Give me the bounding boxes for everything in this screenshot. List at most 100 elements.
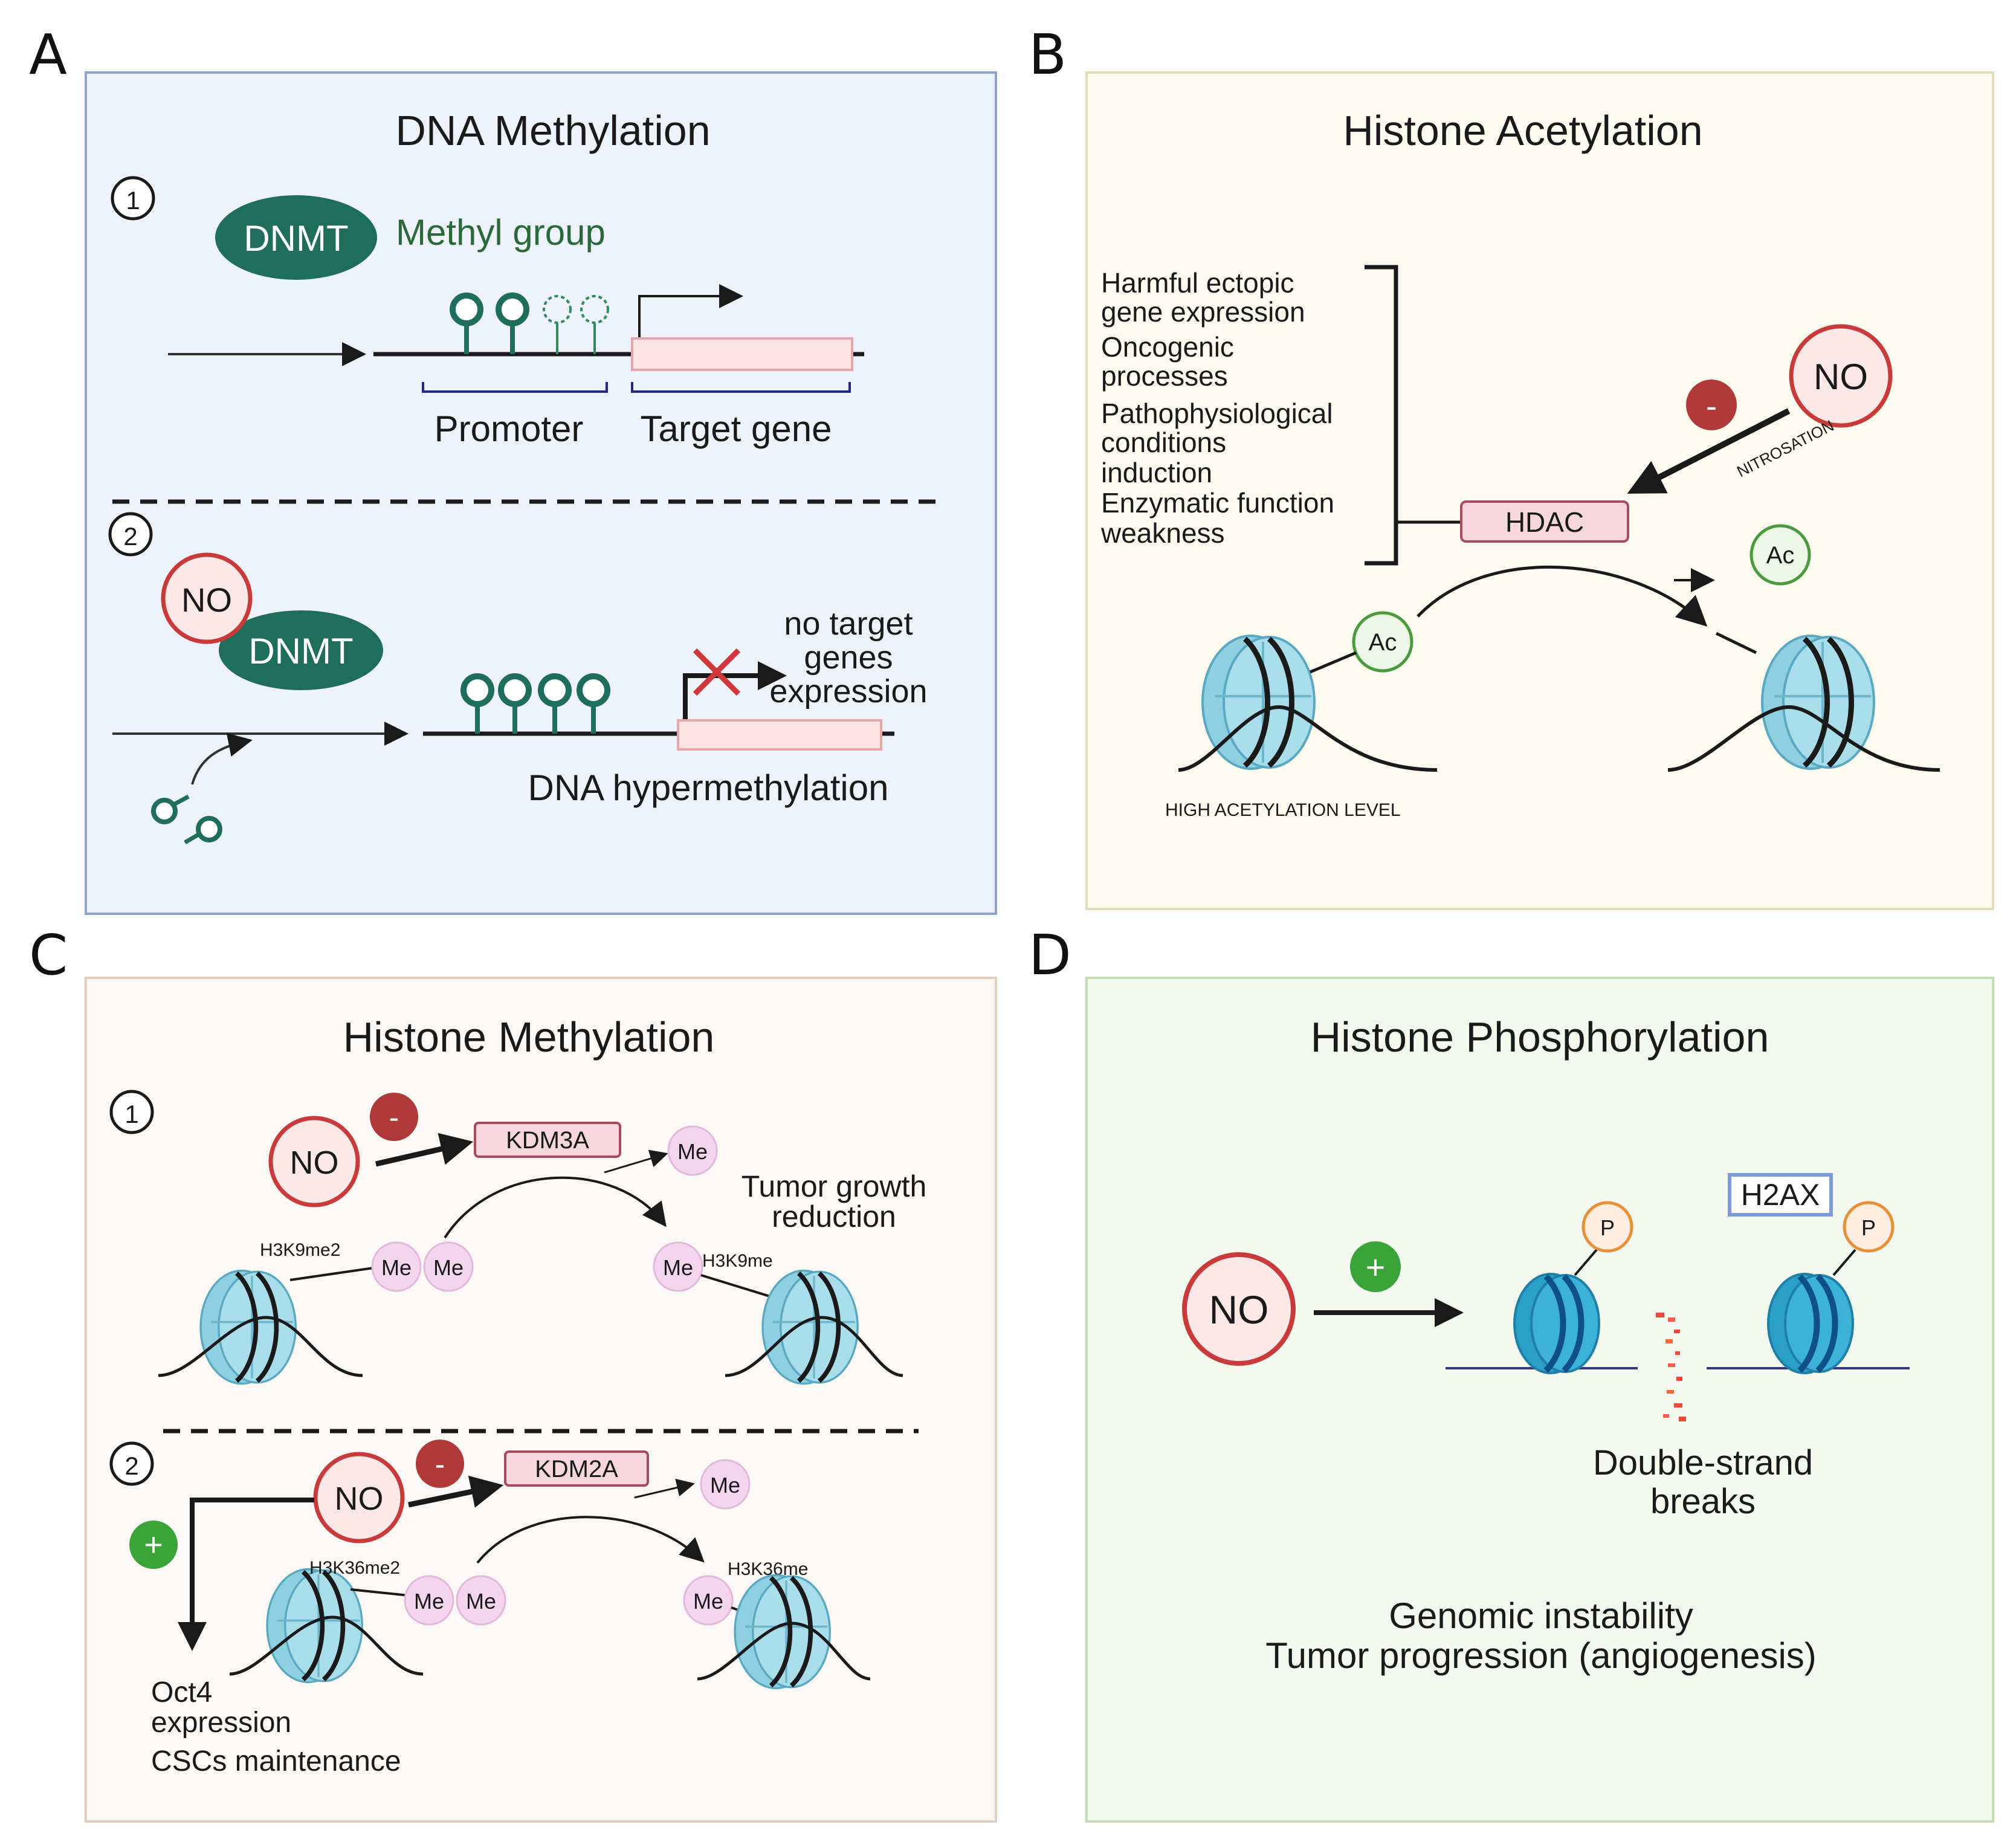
- methyl-mark: [456, 1575, 506, 1626]
- oct4-label-1: Oct4: [151, 1676, 212, 1708]
- arrow-icon: [375, 1133, 474, 1167]
- hypermethylation-label: DNA hypermethylation: [528, 768, 889, 808]
- methyl-mark: [683, 1575, 734, 1626]
- dsb-label-2: breaks: [1650, 1482, 1756, 1521]
- kdm3a-label: KDM3A: [506, 1127, 589, 1154]
- arrow-icon: [476, 1516, 705, 1564]
- no-molecule: [1789, 324, 1893, 428]
- step-1-label: 1: [126, 186, 140, 215]
- p-label: P: [1861, 1215, 1876, 1240]
- effect-line: Enzymatic function: [1101, 487, 1334, 519]
- panel-d-title: Histone Phosphorylation: [1311, 1013, 1769, 1061]
- methyl-group-icon: [151, 794, 222, 845]
- h2ax-label: H2AX: [1741, 1178, 1820, 1212]
- dnmt-enzyme: [215, 195, 377, 280]
- phosphate-group: [1843, 1201, 1895, 1253]
- step-1-label: 1: [124, 1100, 138, 1128]
- panel-b: B Histone Acetylation Harmful ectopic ge…: [1029, 22, 1994, 910]
- methyl-mark: [423, 1241, 474, 1292]
- panel-c: C Histone Methylation 1 NO - KDM3A Me Tu…: [29, 923, 997, 1823]
- no-molecule: [1182, 1252, 1296, 1366]
- dnmt-enzyme-2: [219, 610, 383, 690]
- h3k9me-label: H3K9me: [702, 1251, 773, 1271]
- me-label: Me: [433, 1255, 464, 1280]
- h3k9me2-label: H3K9me2: [260, 1240, 340, 1260]
- methyl-mark: [371, 1241, 422, 1292]
- kdm2a-box: [504, 1450, 649, 1487]
- no-label: NO: [290, 1145, 339, 1181]
- plus-label: +: [144, 1527, 163, 1563]
- methyl-group-icon: [460, 673, 610, 734]
- target-gene-bracket: [631, 382, 851, 393]
- panel-b-frame: [1085, 71, 1994, 910]
- no-molecule: [313, 1452, 405, 1543]
- oct4-label-2: expression: [151, 1707, 291, 1739]
- minus-label: -: [1706, 388, 1717, 424]
- minus-badge: [370, 1093, 418, 1141]
- effect-line: gene expression: [1101, 296, 1305, 328]
- no-label: NO: [1814, 357, 1868, 397]
- arrow-icon: [191, 732, 253, 785]
- me-label: Me: [677, 1139, 708, 1164]
- panel-letter-c: C: [29, 923, 68, 987]
- acetyl-group: [1352, 611, 1413, 673]
- no-molecule: [161, 552, 253, 644]
- tail-line: [1715, 632, 1757, 655]
- blocked-transcription-arrow: [683, 661, 787, 723]
- step-1-badge: [109, 1090, 154, 1134]
- no-molecule: [268, 1116, 360, 1207]
- tail-line: [350, 1588, 409, 1597]
- kdm2a-label: KDM2A: [535, 1456, 618, 1482]
- no-label: NO: [335, 1481, 384, 1517]
- acetyl-group-released: [1749, 524, 1811, 586]
- dnmt-label-2: DNMT: [248, 631, 353, 671]
- tail-line: [1310, 651, 1357, 674]
- panel-d-frame: [1085, 977, 1994, 1823]
- methyl-mark: [653, 1241, 703, 1292]
- no-target-label-1: no target: [784, 606, 913, 642]
- methyl-group-label: Methyl group: [396, 212, 606, 253]
- me-label: Me: [710, 1473, 740, 1498]
- kdm3a-box: [474, 1122, 621, 1158]
- h3k36me2-label: H3K36me2: [309, 1558, 400, 1578]
- promoter-bracket: [422, 382, 608, 393]
- nucleosome-icon: [763, 1271, 858, 1384]
- promoter-label: Promoter: [435, 409, 584, 449]
- target-gene-label: Target gene: [641, 409, 832, 449]
- tail-line: [289, 1267, 374, 1281]
- plus-label: +: [1366, 1248, 1386, 1286]
- ac-label-2: Ac: [1766, 542, 1795, 569]
- step-2-badge: [109, 1441, 154, 1486]
- inhibition-x-icon: [693, 648, 741, 696]
- effect-line: Oncogenic: [1101, 331, 1234, 363]
- methyl-mark: [404, 1575, 454, 1626]
- step-2-label: 2: [123, 522, 137, 551]
- panel-letter-a: A: [29, 22, 67, 87]
- tumor-growth-label-1: Tumor growth: [741, 1169, 927, 1203]
- effects-bracket: [1365, 265, 1398, 566]
- dna-strand: [1178, 705, 1438, 772]
- arrow-icon: [634, 1478, 695, 1499]
- me-label: Me: [381, 1255, 412, 1280]
- dsb-label-1: Double-strand: [1593, 1443, 1813, 1482]
- nucleosome-icon: [1514, 1274, 1599, 1373]
- transcription-arrow-icon: [638, 284, 743, 344]
- dna-strand: [229, 1615, 424, 1676]
- panel-c-title: Histone Methylation: [343, 1013, 715, 1061]
- arrow-icon: [1417, 565, 1708, 627]
- effect-line: induction: [1101, 457, 1212, 488]
- target-gene-box: [631, 337, 853, 371]
- effect-line: processes: [1101, 360, 1228, 392]
- outcome-label-1: Genomic instability: [1389, 1595, 1693, 1636]
- dna-strand: [158, 1316, 363, 1377]
- phosphate-group: [1581, 1201, 1633, 1253]
- tail-line: [1574, 1249, 1598, 1276]
- nucleosome-icon: [1768, 1274, 1853, 1373]
- dna-break-fragments: [1656, 1313, 1686, 1421]
- effect-line: conditions: [1101, 427, 1226, 458]
- arrow-icon: [604, 1149, 668, 1174]
- outcome-label-2: Tumor progression (angiogenesis): [1265, 1635, 1817, 1676]
- arrow-icon: [408, 1475, 504, 1508]
- effect-line: Harmful ectopic: [1101, 267, 1294, 299]
